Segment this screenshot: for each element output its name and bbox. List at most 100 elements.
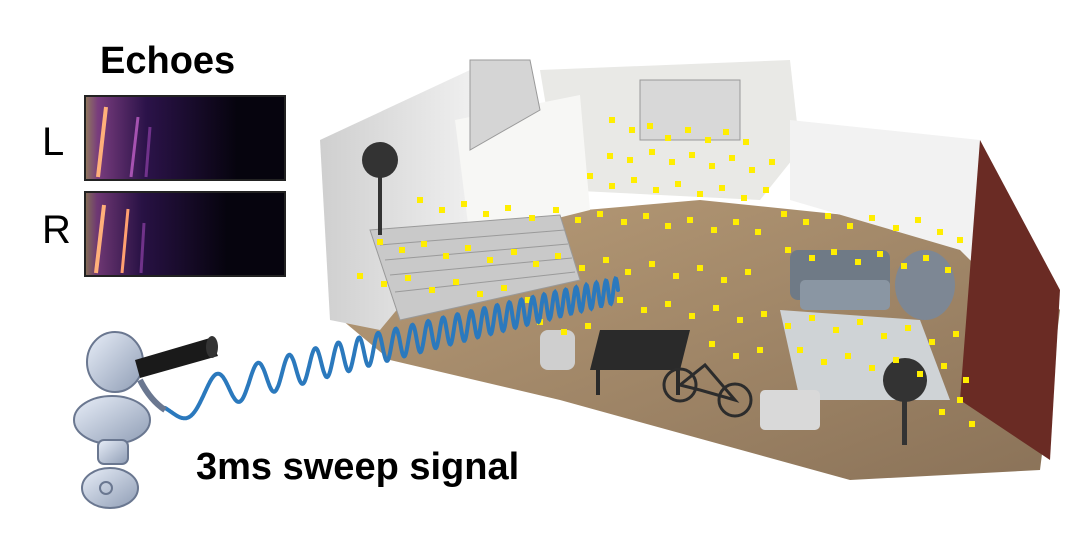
sample-marker (733, 353, 739, 359)
sample-marker (627, 157, 633, 163)
sample-marker (957, 237, 963, 243)
sample-marker (429, 287, 435, 293)
sample-marker (929, 339, 935, 345)
sample-marker (917, 371, 923, 377)
sample-marker (833, 327, 839, 333)
sample-marker (689, 152, 695, 158)
sample-marker (831, 249, 837, 255)
sample-marker (721, 277, 727, 283)
sample-marker (621, 219, 627, 225)
sample-marker (723, 129, 729, 135)
sample-marker (901, 263, 907, 269)
sample-marker (769, 159, 775, 165)
sample-marker (653, 187, 659, 193)
sample-marker (963, 377, 969, 383)
sample-marker (749, 167, 755, 173)
sample-marker (501, 285, 507, 291)
sample-marker (743, 139, 749, 145)
sample-marker (629, 127, 635, 133)
sample-marker (797, 347, 803, 353)
sample-marker (465, 245, 471, 251)
sample-marker (893, 357, 899, 363)
sample-marker (781, 211, 787, 217)
sample-marker (647, 123, 653, 129)
sample-marker (511, 249, 517, 255)
sample-marker (579, 265, 585, 271)
sample-marker (957, 397, 963, 403)
sample-marker (641, 307, 647, 313)
armchair (895, 250, 955, 320)
sample-marker (609, 117, 615, 123)
sample-marker (477, 291, 483, 297)
sample-marker (937, 229, 943, 235)
sweep-signal-wave (163, 276, 620, 421)
sample-marker (665, 223, 671, 229)
sample-marker (711, 227, 717, 233)
sample-marker (377, 239, 383, 245)
sample-marker (529, 215, 535, 221)
sample-marker (847, 223, 853, 229)
sample-marker (631, 177, 637, 183)
sample-marker (665, 135, 671, 141)
bicycle (662, 362, 753, 418)
sweep-signal-caption: 3ms sweep signal (196, 446, 520, 488)
room-red-wall (960, 140, 1060, 460)
sample-marker (809, 255, 815, 261)
sample-marker (625, 269, 631, 275)
sample-marker (685, 127, 691, 133)
plant (362, 142, 927, 445)
sample-marker (893, 225, 899, 231)
sample-marker (803, 219, 809, 225)
right-echo-spectrogram (84, 191, 286, 277)
sample-marker (405, 275, 411, 281)
sample-marker (809, 315, 815, 321)
sofa (790, 250, 890, 310)
sample-marker (953, 331, 959, 337)
sample-marker (733, 219, 739, 225)
sample-markers (357, 117, 975, 427)
sample-marker (905, 325, 911, 331)
sample-marker (553, 207, 559, 213)
sample-marker (855, 259, 861, 265)
left-echo-spectrogram (84, 95, 286, 181)
sample-marker (741, 195, 747, 201)
sample-marker (729, 155, 735, 161)
sample-marker (719, 185, 725, 191)
sample-marker (561, 329, 567, 335)
sample-marker (669, 159, 675, 165)
sample-marker (697, 191, 703, 197)
sample-marker (603, 257, 609, 263)
sample-marker (439, 207, 445, 213)
sample-marker (381, 281, 387, 287)
chair (540, 330, 575, 370)
sample-marker (877, 251, 883, 257)
sample-marker (505, 205, 511, 211)
sample-marker (687, 217, 693, 223)
table (590, 330, 690, 395)
sample-marker (745, 269, 751, 275)
sample-marker (763, 187, 769, 193)
sample-marker (617, 297, 623, 303)
sample-marker (461, 201, 467, 207)
echoes-title: Echoes (100, 40, 236, 82)
sample-marker (709, 341, 715, 347)
sample-marker (649, 149, 655, 155)
sample-marker (825, 213, 831, 219)
left-channel-label: L (42, 120, 65, 164)
right-channel-label: R (42, 208, 71, 252)
sample-marker (857, 319, 863, 325)
sample-marker (483, 211, 489, 217)
sample-marker (941, 363, 947, 369)
sample-marker (755, 229, 761, 235)
sample-marker (675, 181, 681, 187)
sample-marker (869, 365, 875, 371)
sample-marker (417, 197, 423, 203)
sample-marker (785, 323, 791, 329)
chair (760, 390, 820, 430)
sample-marker (945, 267, 951, 273)
sample-marker (649, 261, 655, 267)
sample-marker (821, 359, 827, 365)
sample-marker (709, 163, 715, 169)
sample-marker (443, 253, 449, 259)
sample-marker (785, 247, 791, 253)
